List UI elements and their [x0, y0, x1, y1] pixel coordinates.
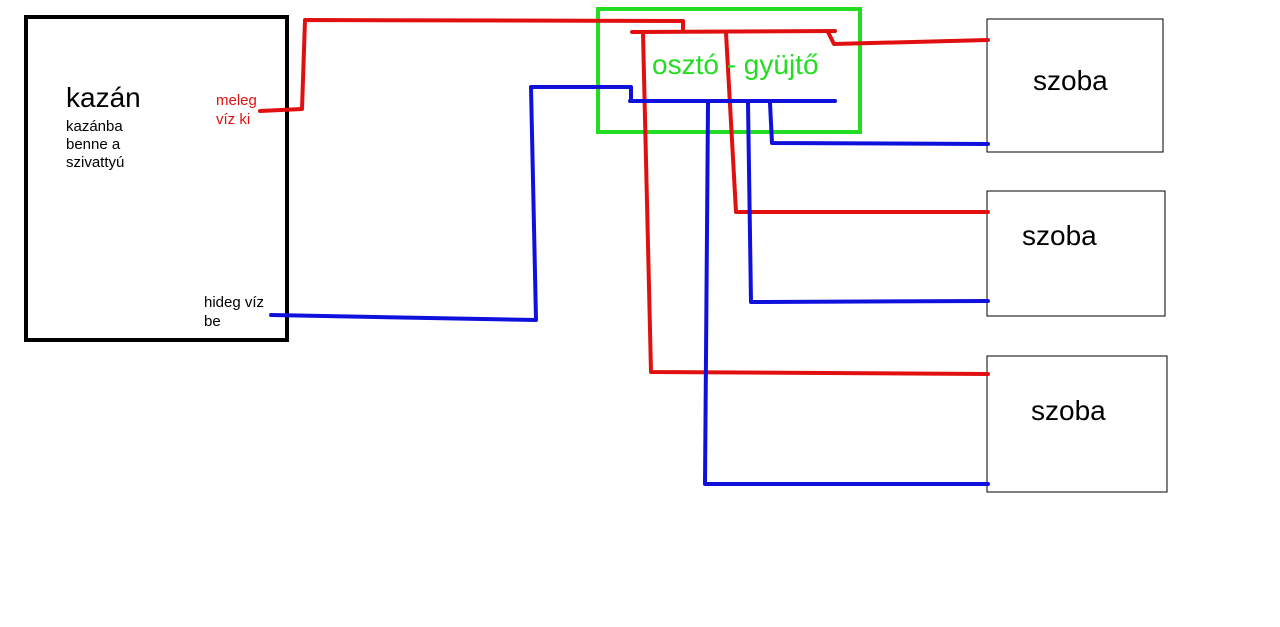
- room-box-2: [986, 190, 1166, 317]
- return-pipe-room-3: [703, 101, 990, 486]
- room-label-2: szoba: [1022, 220, 1097, 251]
- cold-water-in-label: hideg víz be: [204, 294, 265, 330]
- hot-water-out-label: meleg víz ki: [216, 92, 257, 128]
- supply-pipe-main: [258, 18, 685, 113]
- supply-header-pipe: [630, 29, 837, 34]
- supply-pipe-room-3: [641, 31, 990, 376]
- return-pipe-room-2: [746, 101, 990, 304]
- supply-pipe-room-2: [724, 31, 990, 214]
- boiler-pump-note: kazánba benne a szivattyú: [66, 118, 125, 171]
- return-pipe-main: [269, 85, 633, 322]
- boiler-title: kazán: [66, 82, 141, 113]
- return-pipe-room-1: [768, 101, 990, 146]
- room-box-1: [986, 18, 1164, 153]
- room-label-1: szoba: [1033, 65, 1108, 96]
- manifold-label: osztó - gyüjtő: [652, 49, 819, 80]
- room-label-3: szoba: [1031, 395, 1106, 426]
- supply-pipe-room-1: [826, 30, 990, 46]
- room-box-3: [986, 355, 1168, 493]
- manifold-box: [596, 7, 862, 134]
- boiler-box: [24, 15, 289, 342]
